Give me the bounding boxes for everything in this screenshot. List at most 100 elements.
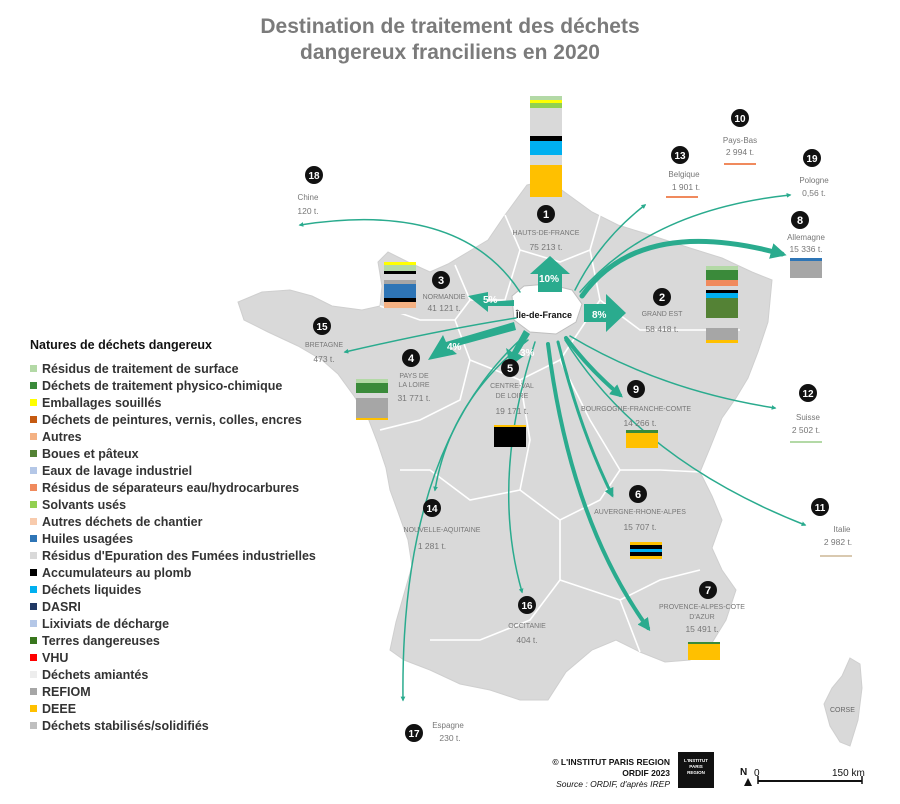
dest-tonnage-18: 120 t. — [297, 206, 318, 216]
dest-name-4b: LA LOIRE — [398, 382, 429, 389]
arrow-bretagne — [343, 317, 517, 354]
marker-num-12: 12 — [802, 389, 814, 400]
north-arrow-icon — [744, 778, 752, 786]
bar-belgique — [666, 196, 698, 198]
dest-name-2: GRAND EST — [642, 311, 684, 318]
legend-swatch — [30, 450, 37, 457]
share-arrow-normandie — [468, 292, 514, 312]
legend-item: VHU — [30, 649, 360, 666]
dest-name-13: Belgique — [668, 170, 700, 179]
marker-num-3: 3 — [438, 275, 444, 287]
legend-item: Déchets stabilisés/solidifiés — [30, 717, 360, 734]
legend-swatch — [30, 722, 37, 729]
legend-item: Boues et pâteux — [30, 445, 360, 462]
bar-paca — [688, 642, 720, 660]
dest-name-17: Espagne — [432, 721, 464, 730]
legend-item: Déchets liquides — [30, 581, 360, 598]
dest-name-9: BOURGOGNE-FRANCHE-COMTE — [581, 406, 691, 413]
marker-num-17: 17 — [408, 729, 420, 740]
map-title: Destination de traitement des déchets da… — [200, 14, 700, 66]
legend-item: Déchets de peintures, vernis, colles, en… — [30, 411, 360, 428]
credit-ordif: ORDIF 2023 — [622, 768, 670, 778]
legend: Natures de déchets dangereux Résidus de … — [30, 338, 360, 734]
dest-name-18: Chine — [298, 193, 319, 202]
legend-item: Déchets de traitement physico-chimique — [30, 377, 360, 394]
marker-num-6: 6 — [635, 489, 641, 501]
dest-tonnage-4: 31 771 t. — [397, 393, 430, 403]
dest-name-5b: DE LOIRE — [496, 393, 529, 400]
legend-label: Résidus de traitement de surface — [42, 361, 239, 376]
legend-swatch — [30, 569, 37, 576]
legend-label: Huiles usagées — [42, 531, 134, 546]
bar-bourgogne — [626, 430, 658, 448]
dest-tonnage-8: 15 336 t. — [789, 244, 822, 254]
legend-label: DASRI — [42, 599, 81, 614]
share-arrow-pays-loire — [428, 322, 516, 360]
credit-source: Source : ORDIF, d'après IREP — [556, 779, 670, 789]
share-labels: 10% 8% 5% 4% 3% — [447, 274, 607, 359]
legend-swatch — [30, 433, 37, 440]
legend-item: Déchets amiantés — [30, 666, 360, 683]
legend-swatch — [30, 637, 37, 644]
legend-swatch — [30, 467, 37, 474]
legend-label: Terres dangereuses — [42, 633, 160, 648]
scale-end-label: 150 km — [832, 768, 865, 779]
share-label-4: 4% — [447, 342, 462, 353]
legend-item: Accumulateurs au plomb — [30, 564, 360, 581]
credits: © L'INSTITUT PARIS REGION ORDIF 2023 Sou… — [520, 757, 670, 790]
bar-normandie — [384, 262, 416, 314]
arrow-allemagne — [579, 238, 787, 299]
dest-name-5a: CENTRE-VAL — [490, 383, 534, 390]
arrow-belgique — [574, 204, 647, 291]
share-arrow-centre — [506, 330, 530, 366]
dest-tonnage-10: 2 994 t. — [726, 147, 754, 157]
dest-tonnage-13: 1 901 t. — [672, 182, 700, 192]
dest-name-15: BRETAGNE — [305, 342, 343, 349]
dest-tonnage-6: 15 707 t. — [623, 522, 656, 532]
title-line-1: Destination de traitement des déchets — [260, 15, 640, 38]
ile-de-france-region — [511, 283, 583, 335]
bar-centre-val-de-loire — [494, 425, 526, 447]
legend-label: Résidus d'Epuration des Fumées industrie… — [42, 548, 316, 563]
legend-item: Huiles usagées — [30, 530, 360, 547]
bar-hauts-de-france — [530, 96, 562, 197]
legend-item: Eaux de lavage industriel — [30, 462, 360, 479]
logo-line-3: REGION — [687, 770, 705, 775]
arrow-chine — [298, 218, 521, 293]
legend-swatch — [30, 416, 37, 423]
dest-tonnage-1: 75 213 t. — [529, 242, 562, 252]
share-arrow-hauts — [530, 256, 570, 292]
arrow-bourgogne — [564, 336, 623, 398]
credit-copyright: © L'INSTITUT PARIS REGION — [552, 757, 670, 767]
share-label-1: 10% — [539, 274, 559, 285]
dest-tonnage-17: 230 t. — [439, 733, 460, 743]
marker-num-11: 11 — [815, 503, 826, 514]
dest-name-12: Suisse — [796, 413, 821, 422]
legend-swatch — [30, 603, 37, 610]
dest-tonnage-14: 1 281 t. — [418, 541, 446, 551]
legend-label: Déchets de peintures, vernis, colles, en… — [42, 412, 302, 427]
dest-name-19: Pologne — [799, 176, 829, 185]
arrow-italie — [564, 339, 807, 527]
marker-num-4: 4 — [408, 353, 415, 365]
marker-num-7: 7 — [705, 585, 711, 597]
corse-label: CORSE — [830, 707, 855, 714]
arrow-occitanie — [507, 341, 536, 594]
legend-item: DEEE — [30, 700, 360, 717]
dest-tonnage-3: 41 121 t. — [427, 303, 460, 313]
legend-swatch — [30, 501, 37, 508]
institut-logo: L'INSTITUT PARIS REGION — [678, 752, 714, 788]
share-label-5: 3% — [520, 348, 535, 359]
legend-item: Résidus d'Epuration des Fumées industrie… — [30, 547, 360, 564]
legend-item: Résidus de traitement de surface — [30, 360, 360, 377]
legend-swatch — [30, 688, 37, 695]
dest-name-6: AUVERGNE-RHONE-ALPES — [594, 509, 686, 516]
arrow-espagne — [400, 337, 523, 702]
dest-name-7a: PROVENCE-ALPES-COTE — [659, 604, 745, 611]
legend-label: Lixiviats de décharge — [42, 616, 170, 631]
marker-num-19: 19 — [806, 154, 818, 165]
dest-name-1: HAUTS-DE-FRANCE — [513, 230, 580, 237]
legend-label: Déchets liquides — [42, 582, 142, 597]
